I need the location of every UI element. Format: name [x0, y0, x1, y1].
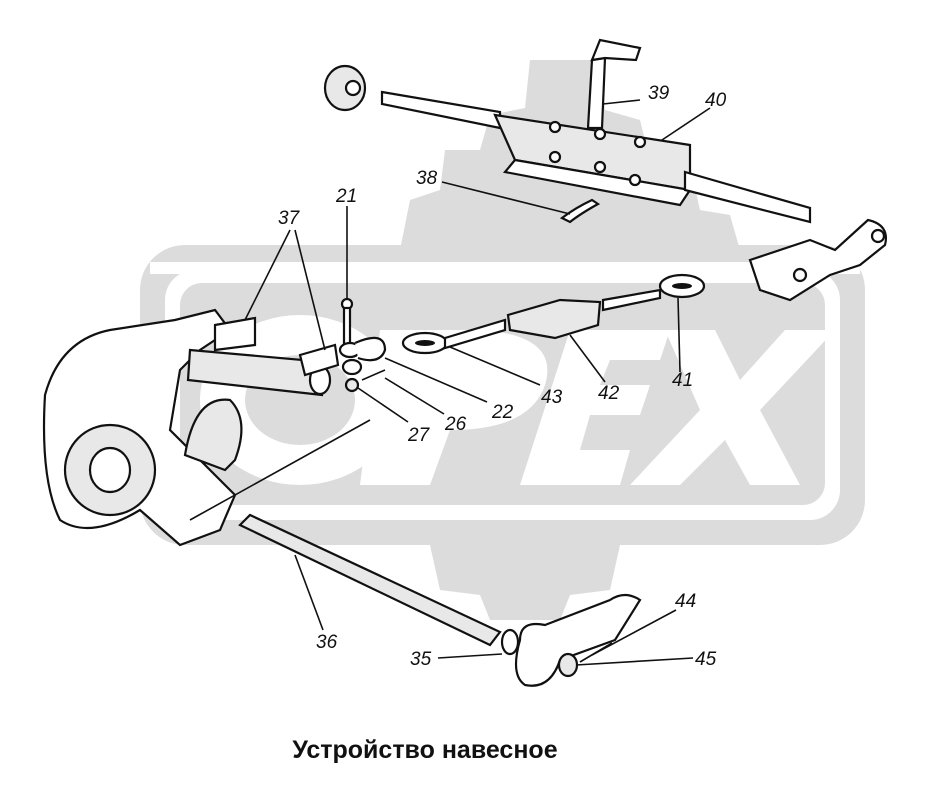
callout-labels: 39 40 38 21 37 41 42 43 22 26 27 36 35 4… [278, 83, 727, 670]
callout-21: 21 [335, 186, 357, 207]
callout-22: 22 [491, 402, 514, 423]
callout-37: 37 [278, 208, 301, 229]
part-housing-bracket [42, 308, 340, 547]
callout-40: 40 [705, 90, 727, 111]
part-lift-rod-36 [238, 513, 642, 687]
leader-lines [189, 99, 711, 666]
callout-45: 45 [695, 649, 717, 670]
callout-35: 35 [410, 649, 432, 670]
callout-44: 44 [675, 591, 696, 612]
callout-42: 42 [598, 383, 620, 404]
callout-38: 38 [416, 168, 438, 189]
callout-43: 43 [541, 387, 563, 408]
part-bolt-pin-group [338, 297, 387, 393]
part-top-link-turnbuckle [323, 38, 887, 302]
callout-41: 41 [672, 370, 693, 391]
callout-27: 27 [407, 425, 431, 446]
callout-36: 36 [316, 632, 338, 653]
part-adjuster-41-42-43 [401, 273, 706, 355]
diagram-title: Устройство навесное [292, 736, 558, 764]
part-cotter-pin-38 [559, 198, 601, 224]
callout-39: 39 [648, 83, 670, 104]
callout-26: 26 [444, 414, 467, 435]
